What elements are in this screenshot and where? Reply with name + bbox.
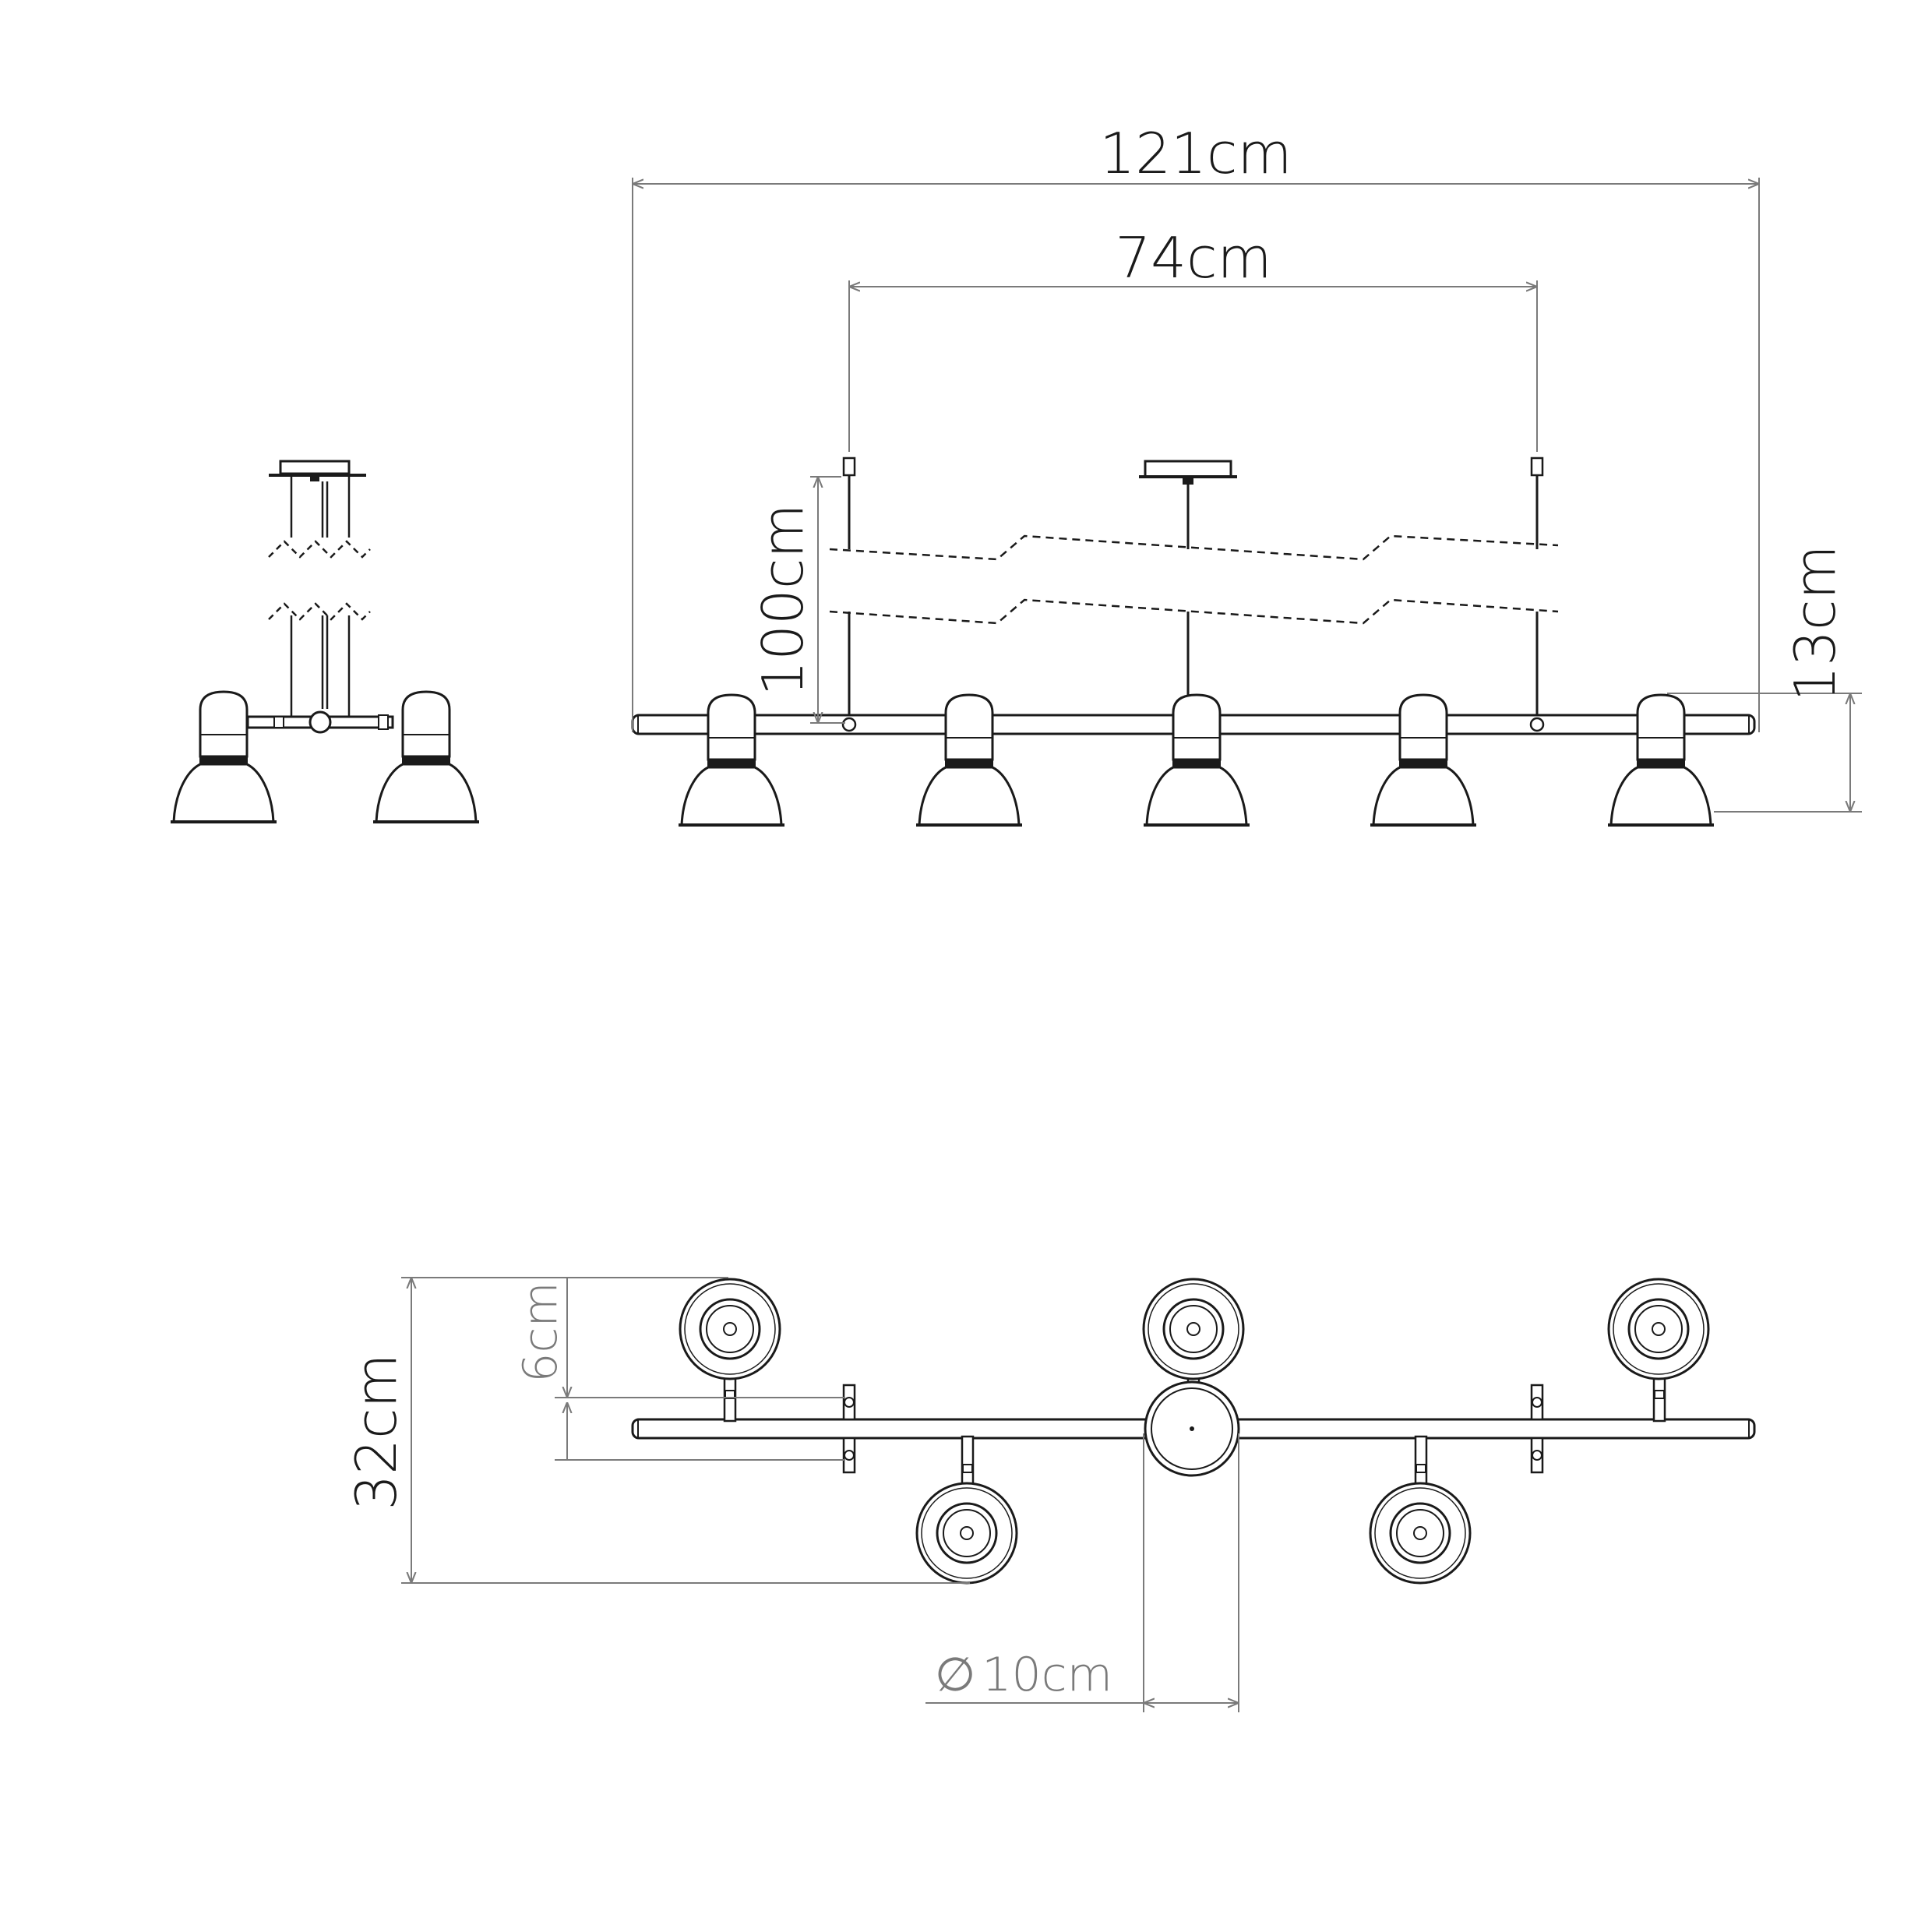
side-view-left xyxy=(169,460,481,823)
top-view-dimensions xyxy=(401,1277,1239,1712)
diameter-symbol: ∅ xyxy=(935,1648,975,1702)
canopy-diameter-value: 10cm xyxy=(982,1648,1112,1702)
rod-spacing-label: 74cm xyxy=(1115,225,1271,291)
front-view xyxy=(631,457,1756,827)
offset-label: 6cm xyxy=(513,1282,568,1383)
top-view xyxy=(631,1278,1756,1585)
shade-height-label: 13cm xyxy=(1782,545,1848,701)
drop-height-label: 100cm xyxy=(750,503,816,696)
canopy-diameter-label: ∅10cm xyxy=(935,1648,1112,1702)
front-view-dimensions xyxy=(632,178,1862,813)
depth-label: 32cm xyxy=(344,1353,409,1510)
overall-width-label: 121cm xyxy=(1099,121,1292,186)
